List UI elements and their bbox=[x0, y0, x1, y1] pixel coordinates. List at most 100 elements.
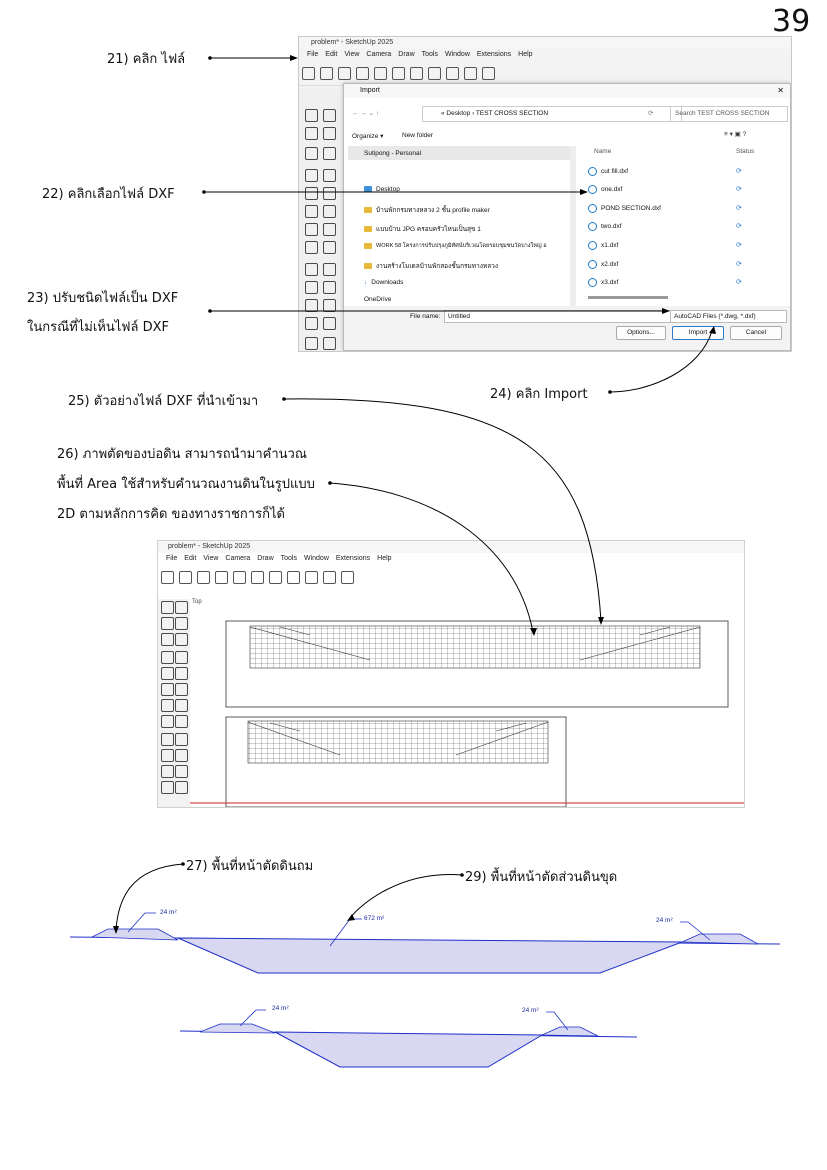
nav-item-folder-1[interactable]: บ้านพักกรมทางหลวง 2 ชั้น profile maker bbox=[364, 205, 490, 215]
freehand-icon[interactable] bbox=[323, 169, 336, 182]
nav-item-folder-3[interactable]: WORK 58 โครงการปรับปรุงภูมิทัศน์บริเวณโด… bbox=[364, 242, 547, 250]
menu-help[interactable]: Help bbox=[518, 51, 533, 58]
file-one[interactable]: one.dxf bbox=[588, 185, 622, 194]
back-view-icon[interactable] bbox=[464, 67, 477, 80]
select-icon[interactable] bbox=[161, 571, 174, 584]
back-view-icon[interactable] bbox=[323, 571, 336, 584]
arc-icon[interactable] bbox=[305, 223, 318, 236]
nav-item-folder-4[interactable]: งานสร้างโมเดลบ้านพักสองชั้นกรมทางหลวง bbox=[364, 261, 498, 271]
lasso-icon[interactable] bbox=[175, 601, 188, 614]
orbit-icon[interactable] bbox=[305, 337, 318, 350]
tag-icon[interactable] bbox=[161, 633, 174, 646]
front-view-icon[interactable] bbox=[428, 67, 441, 80]
menu-draw[interactable]: Draw bbox=[398, 51, 415, 58]
arc-icon[interactable] bbox=[161, 699, 174, 712]
horizontal-scrollbar[interactable] bbox=[588, 296, 668, 299]
nav-item-desktop[interactable]: Desktop bbox=[364, 186, 400, 193]
menu-window[interactable]: Window bbox=[444, 51, 470, 58]
rectangle-icon[interactable] bbox=[161, 667, 174, 680]
back-arrow-icon[interactable]: ← → ⌄ ↑ bbox=[352, 110, 380, 117]
file-pond-section[interactable]: POND SECTION.dxf bbox=[588, 204, 661, 213]
menu-help[interactable]: Help bbox=[377, 555, 392, 562]
dimension-icon[interactable] bbox=[323, 317, 336, 330]
file-x2[interactable]: x2.dxf bbox=[588, 260, 618, 269]
menu-view[interactable]: View bbox=[344, 51, 360, 58]
menu-tools[interactable]: Tools bbox=[421, 51, 438, 58]
rectangle-icon[interactable] bbox=[305, 187, 318, 200]
polygon-icon[interactable] bbox=[175, 683, 188, 696]
followme-icon[interactable] bbox=[175, 749, 188, 762]
close-icon[interactable]: ✕ bbox=[777, 86, 784, 95]
menu-file[interactable]: File bbox=[307, 51, 319, 58]
box-icon[interactable] bbox=[233, 571, 246, 584]
file-cut-fill[interactable]: cut fill.dxf bbox=[588, 167, 628, 176]
followme-icon[interactable] bbox=[323, 281, 336, 294]
select-tool-icon[interactable] bbox=[161, 601, 174, 614]
nav-item-onedrive-personal[interactable]: Sutipong - Personal bbox=[364, 150, 422, 157]
refresh-icon[interactable]: ⟳ bbox=[648, 110, 654, 117]
new-folder-button[interactable]: New folder bbox=[402, 132, 434, 139]
nav-item-folder-2[interactable]: แบบบ้าน JPG ครอบครัวไหนเป็นสุข 1 bbox=[364, 224, 481, 234]
rotated-rect-icon[interactable] bbox=[175, 667, 188, 680]
paint-icon[interactable] bbox=[305, 127, 318, 140]
export-icon[interactable] bbox=[338, 67, 351, 80]
right-view-icon[interactable] bbox=[305, 571, 318, 584]
file-type-select[interactable]: AutoCAD Files (*.dwg, *.dxf) bbox=[670, 310, 787, 323]
column-status[interactable]: Status bbox=[736, 148, 755, 155]
offset-icon[interactable] bbox=[323, 299, 336, 312]
organize-button[interactable]: Organize ▾ bbox=[352, 133, 384, 140]
arc2-icon[interactable] bbox=[323, 223, 336, 236]
tag-icon[interactable] bbox=[305, 147, 318, 160]
axes-icon[interactable] bbox=[305, 317, 318, 330]
menu-edit[interactable]: Edit bbox=[325, 51, 338, 58]
menu-draw[interactable]: Draw bbox=[257, 555, 274, 562]
menu-extensions[interactable]: Extensions bbox=[476, 51, 512, 58]
export-icon[interactable] bbox=[197, 571, 210, 584]
eraser-icon[interactable] bbox=[175, 617, 188, 630]
right-view-icon[interactable] bbox=[446, 67, 459, 80]
tape-icon[interactable] bbox=[175, 633, 188, 646]
rotated-rect-icon[interactable] bbox=[323, 187, 336, 200]
iso-icon[interactable] bbox=[392, 67, 405, 80]
pan-icon[interactable] bbox=[323, 337, 336, 350]
pencil-icon[interactable] bbox=[161, 651, 174, 664]
column-name[interactable]: Name bbox=[594, 148, 612, 155]
polygon-icon[interactable] bbox=[323, 205, 336, 218]
search-input[interactable]: Search TEST CROSS SECTION bbox=[670, 106, 788, 122]
file-x1[interactable]: x1.dxf bbox=[588, 241, 618, 250]
paint-icon[interactable] bbox=[161, 617, 174, 630]
move-icon[interactable] bbox=[161, 733, 174, 746]
move-icon[interactable] bbox=[305, 263, 318, 276]
iso-icon[interactable] bbox=[251, 571, 264, 584]
pencil-icon[interactable] bbox=[305, 169, 318, 182]
menu-camera[interactable]: Camera bbox=[225, 555, 251, 562]
menu-camera[interactable]: Camera bbox=[366, 51, 392, 58]
nav-item-downloads[interactable]: ↓Downloads bbox=[364, 279, 404, 286]
menu-extensions[interactable]: Extensions bbox=[335, 555, 371, 562]
nav-item-onedrive[interactable]: OneDrive bbox=[364, 296, 392, 302]
box-icon[interactable] bbox=[374, 67, 387, 80]
scale-icon[interactable] bbox=[161, 765, 174, 778]
menu-view[interactable]: View bbox=[203, 555, 219, 562]
import-button[interactable]: Import bbox=[672, 326, 724, 340]
viewport[interactable]: Top bbox=[190, 599, 744, 807]
file-x3[interactable]: x3.dxf bbox=[588, 278, 618, 287]
import-icon[interactable] bbox=[179, 571, 192, 584]
undo-icon[interactable] bbox=[215, 571, 228, 584]
circle-icon[interactable] bbox=[161, 683, 174, 696]
select-icon[interactable] bbox=[302, 67, 315, 80]
view-options-icon[interactable]: ≡ ▾ ▣ ? bbox=[724, 131, 747, 138]
file-two[interactable]: two.dxf bbox=[588, 222, 622, 231]
top-view-icon[interactable] bbox=[269, 571, 282, 584]
menu-file[interactable]: File bbox=[166, 555, 178, 562]
tape-icon[interactable] bbox=[323, 147, 336, 160]
pie-icon[interactable] bbox=[305, 241, 318, 254]
nav-scrollbar[interactable] bbox=[570, 146, 576, 306]
eraser-icon[interactable] bbox=[323, 127, 336, 140]
front-view-icon[interactable] bbox=[287, 571, 300, 584]
freehand-icon[interactable] bbox=[175, 651, 188, 664]
pushpull-icon[interactable] bbox=[323, 263, 336, 276]
cancel-button[interactable]: Cancel bbox=[730, 326, 782, 340]
rotate-icon[interactable] bbox=[305, 281, 318, 294]
import-icon[interactable] bbox=[320, 67, 333, 80]
